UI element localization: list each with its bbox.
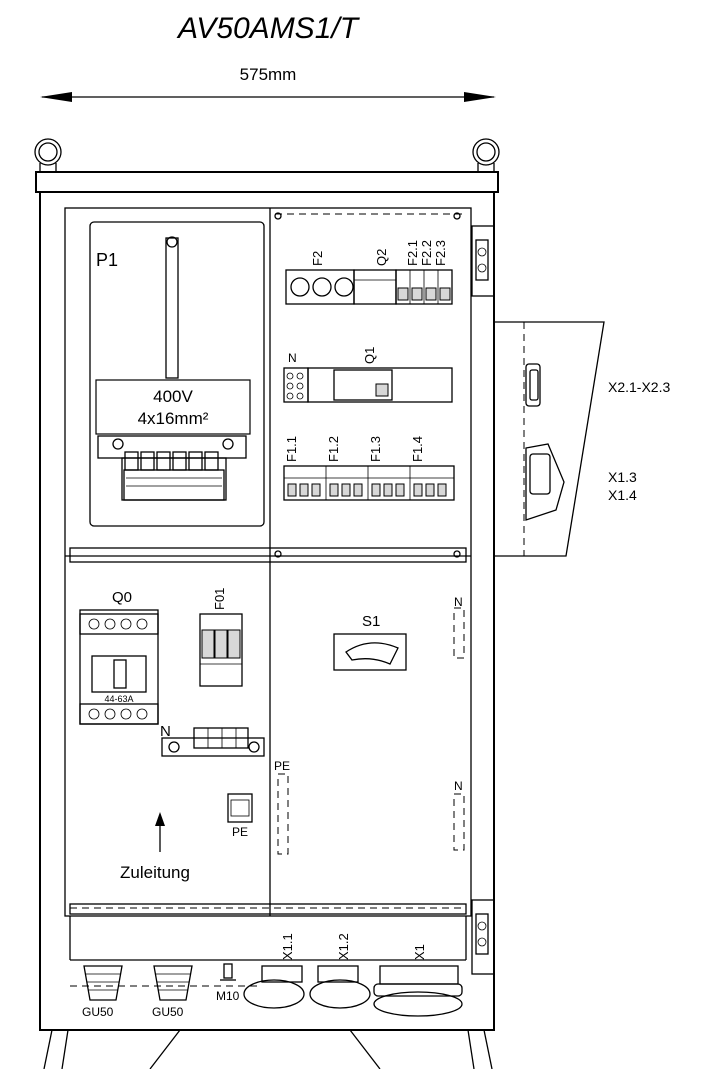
neutral-bar-lower [161,727,265,757]
label-gu50-right: GU50 [152,1005,184,1019]
label-x21-x23: X2.1-X2.3 [608,379,670,395]
meter-cable: 4x16mm² [138,409,209,428]
supply-arrow [155,812,165,852]
label-pe-right: PE [274,759,290,773]
neutral-rail-bottom [453,793,465,851]
cabinet-frame [39,191,495,1031]
drawing-title: AV50AMS1/T [176,12,361,45]
main-switch-q0 [79,609,159,725]
pe-rail [277,773,289,855]
label-x1: X1 [412,944,427,960]
label-gu50-left: GU50 [82,1005,114,1019]
label-f01: F01 [212,588,227,610]
label-x13: X1.3 [608,469,637,485]
gland-gu50-left [83,965,123,1001]
label-f22: F2.2 [419,240,434,266]
inner-frame [64,207,472,917]
label-q0: Q0 [112,589,132,606]
socket-x11 [243,965,305,1009]
breaker-f2 [285,269,355,305]
label-f12: F1.2 [326,436,341,462]
meter-voltage: 400V [153,387,193,406]
lifting-eye-left [34,138,62,172]
hinge-lower [471,899,495,975]
q0-rating: 44-63A [104,694,133,704]
label-n-bottom: N [454,779,463,793]
label-f2: F2 [310,251,325,266]
label-m10: M10 [216,989,240,1003]
socket-x1 [373,965,463,1017]
gland-gu50-right [153,965,193,1001]
label-f23: F2.3 [433,240,448,266]
label-s1: S1 [362,613,380,630]
label-x12: X1.2 [336,933,351,960]
label-f21: F2.1 [405,240,420,266]
label-x14: X1.4 [608,487,637,503]
pe-terminal-lower [227,793,253,823]
lifting-eye-right [472,138,500,172]
label-q2: Q2 [374,249,389,266]
label-supply: Zuleitung [120,863,190,882]
label-n-lower: N [160,723,171,740]
meter-terminals [112,438,234,471]
label-n-top: N [454,595,463,609]
label-f13: F1.3 [368,436,383,462]
breakers-f1x [283,465,455,501]
base-legs [43,1029,493,1069]
label-f14: F1.4 [410,436,425,462]
label-q1: Q1 [362,347,377,364]
label-f11: F1.1 [284,436,299,462]
meter-panel [89,221,265,527]
rcd-q2 [353,269,397,305]
width-dimension-label: 575mm [240,65,297,84]
neutral-rail-top [453,607,465,659]
label-n-upper: N [288,351,297,365]
roof [35,171,499,193]
dimension-arrow [40,92,496,102]
meter-label: P1 [96,250,118,270]
neutral-block-upper [283,367,309,403]
surge-protector-f01 [199,613,243,687]
rcd-q1 [307,367,453,403]
hinge-upper [471,225,495,297]
breakers-f2x [395,269,453,305]
selector-switch-s1 [333,633,407,671]
socket-x12 [309,965,371,1009]
side-socket-housing [494,321,605,557]
label-x11: X1.1 [280,933,295,960]
earth-bolt-m10 [220,963,236,981]
label-pe-lower: PE [232,825,248,839]
